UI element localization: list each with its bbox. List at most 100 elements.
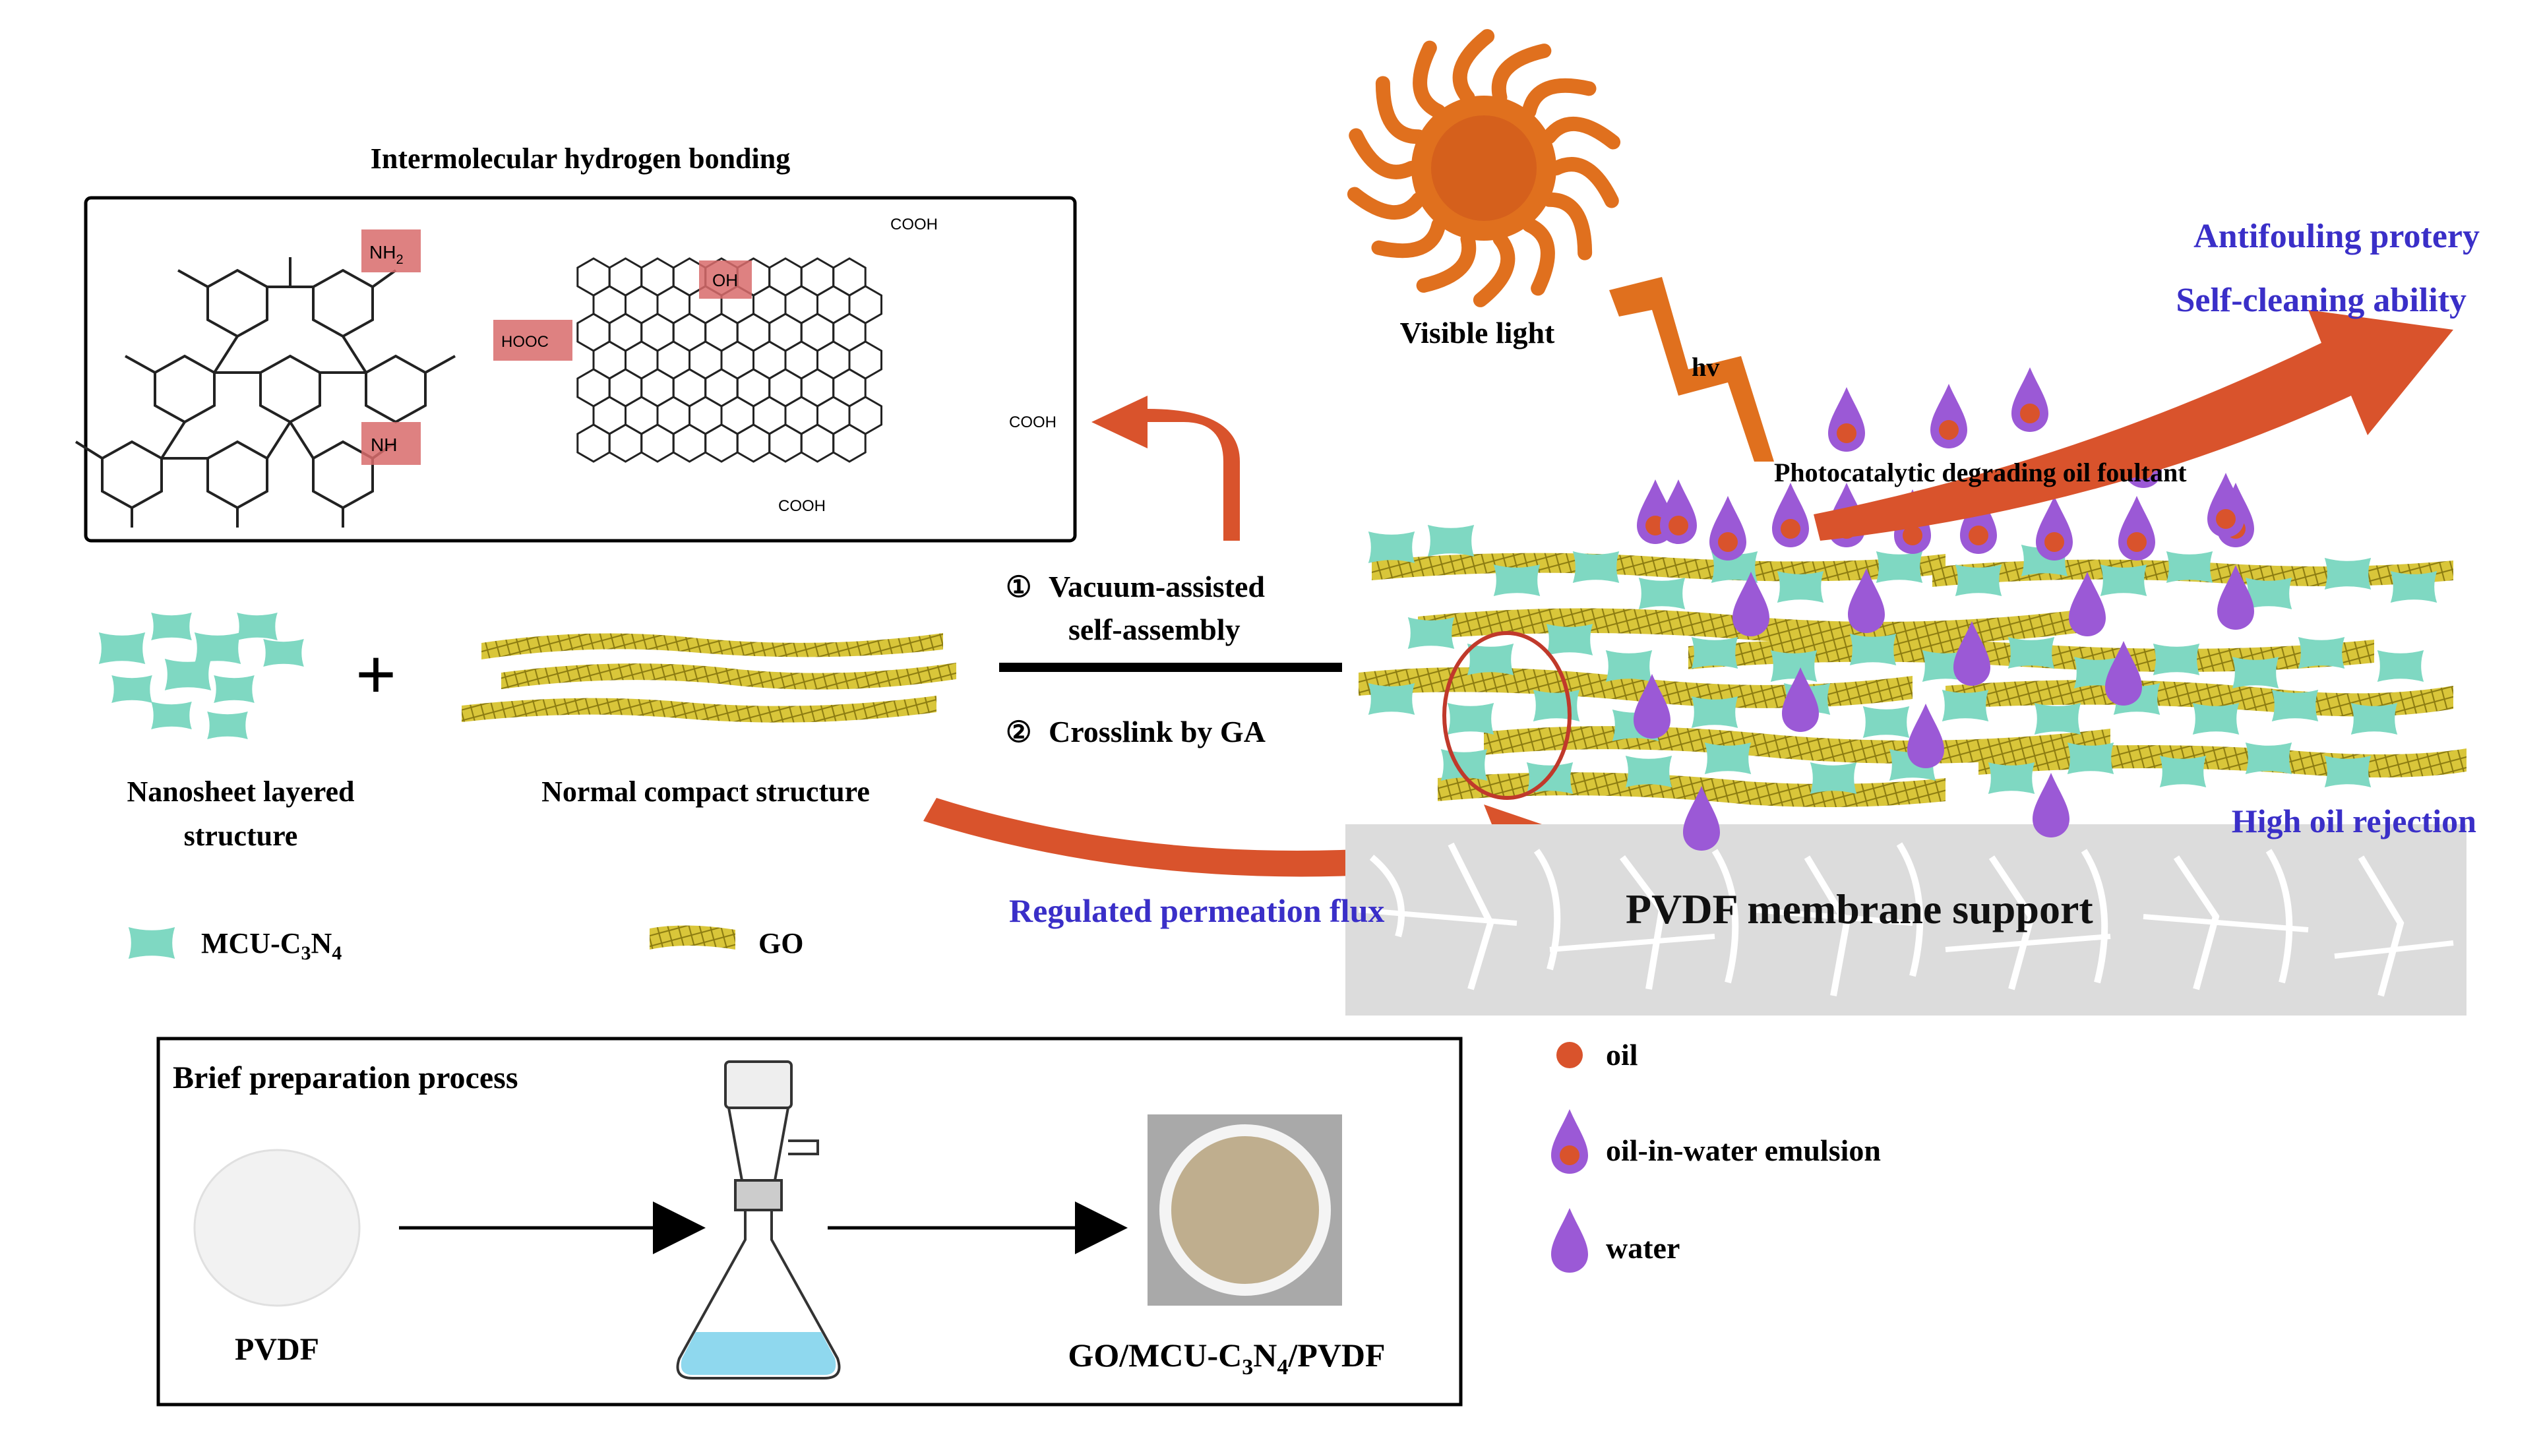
sun-ray bbox=[1542, 117, 1621, 150]
mcu-nanosheet bbox=[1546, 624, 1593, 655]
step2-text: Crosslink by GA bbox=[1049, 715, 1266, 748]
mcu-nanosheet bbox=[1862, 706, 1910, 738]
emulsion-droplet bbox=[2011, 367, 2048, 432]
nh-label: NH bbox=[371, 435, 397, 455]
mcu-nanosheet bbox=[1876, 551, 1923, 583]
brief-preparation-panel: Brief preparation process PVDF GO/MCU-C3… bbox=[156, 1037, 1463, 1407]
mcu-nanosheet bbox=[1942, 690, 1989, 721]
antifouling-arrow bbox=[1814, 310, 2453, 541]
mcu-nanosheet bbox=[1704, 743, 1752, 774]
flux-label: Regulated permeation flux bbox=[1009, 892, 1384, 929]
mcu-nanosheet bbox=[2232, 657, 2279, 688]
mcu-nanosheet bbox=[1638, 578, 1686, 609]
go-ring bbox=[608, 423, 643, 463]
emulsion-droplet bbox=[2207, 473, 2244, 537]
mcu-nanosheet bbox=[2100, 564, 2147, 596]
mcu-nanosheet bbox=[1493, 564, 1541, 596]
oh-highlight bbox=[699, 260, 752, 299]
step1-number: ① bbox=[1006, 571, 1031, 603]
sun-inner bbox=[1431, 115, 1537, 221]
hooc-highlight bbox=[493, 320, 572, 361]
step2-number: ② bbox=[1006, 716, 1031, 748]
pvdf-disc bbox=[193, 1149, 361, 1307]
pvdf-support bbox=[1345, 824, 2466, 1016]
brief-title: Brief preparation process bbox=[173, 1060, 518, 1095]
sun-ray bbox=[1521, 218, 1555, 296]
nanosheet-caption-1: Nanosheet layered bbox=[127, 775, 354, 808]
mcu-nanosheet bbox=[2245, 743, 2292, 774]
lightning-icon bbox=[1609, 277, 1774, 462]
go-legend-swatch bbox=[650, 925, 735, 950]
mcu-nanosheet bbox=[2192, 703, 2240, 735]
sun-ray bbox=[1349, 128, 1419, 179]
mcu-nanosheet bbox=[2298, 637, 2345, 669]
sun-ray bbox=[1521, 78, 1597, 119]
high-rejection-label: High oil rejection bbox=[2232, 803, 2476, 839]
mcu-nanosheet bbox=[2350, 703, 2398, 735]
mcu-legend-swatch bbox=[128, 927, 175, 959]
sun-ray bbox=[1416, 231, 1477, 293]
process-steps: ① Vacuum-assisted self-assembly ② Crossl… bbox=[999, 570, 1342, 748]
water-droplet bbox=[1732, 572, 1769, 636]
emulsion-droplet bbox=[1930, 384, 1967, 448]
cooh-top-label: COOH bbox=[890, 216, 938, 233]
oh-label: OH bbox=[712, 270, 738, 290]
emulsion-droplet bbox=[2036, 496, 2073, 561]
mcu-nanosheet bbox=[2166, 551, 2213, 583]
support-label: PVDF membrane support bbox=[1626, 886, 2093, 932]
molecular-structure-panel: Intermolecular hydrogen bonding bbox=[75, 142, 1077, 543]
mcu-nanosheet bbox=[2067, 743, 2114, 774]
self-cleaning-label: Self-cleaning ability bbox=[2176, 282, 2466, 319]
nh-highlight bbox=[361, 422, 421, 465]
panel-title: Intermolecular hydrogen bonding bbox=[371, 142, 790, 175]
plus-sign: + bbox=[355, 634, 397, 715]
hv-label: hv bbox=[1692, 352, 1719, 382]
cooh-bottom-label: COOH bbox=[778, 497, 826, 515]
mcu-nanosheet bbox=[2390, 571, 2437, 603]
nh2-highlight bbox=[361, 229, 421, 272]
mcu-nanosheet bbox=[1533, 690, 1580, 721]
mcu-nanosheet bbox=[1691, 637, 1738, 669]
go-ring bbox=[672, 423, 707, 463]
sun-ray bbox=[1542, 192, 1593, 260]
hooc-label: HOOC bbox=[501, 333, 549, 351]
emulsion-legend-label: oil-in-water emulsion bbox=[1606, 1134, 1881, 1167]
filtration-flask-icon bbox=[676, 1060, 841, 1380]
visible-light-label: Visible light bbox=[1400, 316, 1555, 349]
water-droplet bbox=[2069, 572, 2106, 636]
mcu-nanosheet bbox=[1605, 650, 1653, 682]
mcu-nanosheet bbox=[1407, 617, 1455, 649]
nanosheet-caption-2: structure bbox=[184, 820, 298, 852]
mcu-nanosheet bbox=[1427, 525, 1475, 557]
mcu-nanosheet bbox=[2159, 756, 2207, 787]
go-ring bbox=[704, 423, 739, 463]
mcu-nanosheet bbox=[1988, 762, 2035, 794]
go-ring bbox=[768, 423, 803, 463]
mcu-nanosheet bbox=[2007, 637, 2055, 669]
sun-ray bbox=[1549, 157, 1619, 208]
mcu-nanosheet bbox=[1467, 644, 1514, 675]
antifouling-label: Antifouling protery bbox=[2193, 218, 2480, 255]
emulsion-droplet bbox=[1660, 479, 1697, 544]
water-legend-label: water bbox=[1606, 1231, 1680, 1265]
step1-line2: self-assembly bbox=[1068, 613, 1241, 646]
mcu-nanosheet bbox=[2324, 756, 2372, 787]
sun-ray bbox=[1452, 29, 1495, 105]
mcu-nanosheet bbox=[1368, 531, 1415, 563]
mcu-nanosheet bbox=[1691, 696, 1738, 728]
sun-ray bbox=[1347, 187, 1426, 220]
go-caption: Normal compact structure bbox=[541, 775, 870, 808]
go-ring bbox=[640, 423, 675, 463]
emulsion-droplet bbox=[1828, 387, 1865, 452]
go-ring bbox=[832, 423, 867, 463]
mcu-nanosheet bbox=[1770, 650, 1818, 682]
mcu-nanosheet bbox=[2271, 690, 2319, 721]
sun-ray bbox=[1491, 44, 1552, 105]
highlight-circle bbox=[1442, 631, 1572, 800]
mcu-nanosheet bbox=[2034, 703, 2081, 735]
mcu-nanosheet bbox=[1849, 634, 1897, 665]
sun-ray bbox=[1375, 76, 1426, 144]
c3n4-structure bbox=[75, 257, 456, 528]
nh2-label: NH2 bbox=[369, 242, 404, 267]
product-label: GO/MCU-C3N4/PVDF bbox=[1068, 1337, 1385, 1380]
